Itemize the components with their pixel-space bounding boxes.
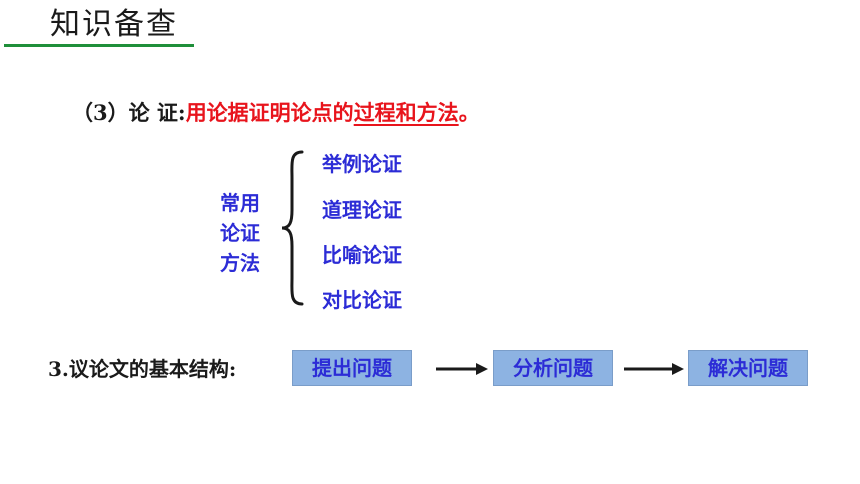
left-brace-icon <box>281 150 304 306</box>
step-analyze-question: 分析问题 <box>493 350 613 386</box>
method-item-reasoning: 道理论证 <box>322 198 402 222</box>
method-item-contrast: 对比论证 <box>322 288 402 312</box>
structure-label: 3.议论文的基本结构: <box>48 357 237 381</box>
step-raise-question: 提出问题 <box>292 350 412 386</box>
common-methods-label-line: 论证 <box>220 221 260 245</box>
method-item-metaphor: 比喻论证 <box>322 243 402 267</box>
definition-suffix: 。 <box>458 100 480 125</box>
common-methods-label-line: 方法 <box>220 251 260 275</box>
common-methods-label: 常用 论证 方法 <box>212 188 268 278</box>
arrow-right-icon <box>624 363 684 375</box>
point-label: （3）论 证: <box>72 100 186 125</box>
definition-underlined: 过程和方法 <box>353 100 459 125</box>
arrow-right-icon <box>436 363 488 375</box>
argumentation-definition: （3）论 证:用论据证明论点的过程和方法。 <box>72 96 480 130</box>
page-title: 知识备查 <box>50 7 178 42</box>
step-solve-question: 解决问题 <box>688 350 808 386</box>
common-methods-label-line: 常用 <box>220 191 260 215</box>
definition-prefix: 用论据证明论点的 <box>185 100 354 125</box>
title-underline-rule <box>4 44 194 47</box>
method-item-example: 举例论证 <box>322 152 402 176</box>
